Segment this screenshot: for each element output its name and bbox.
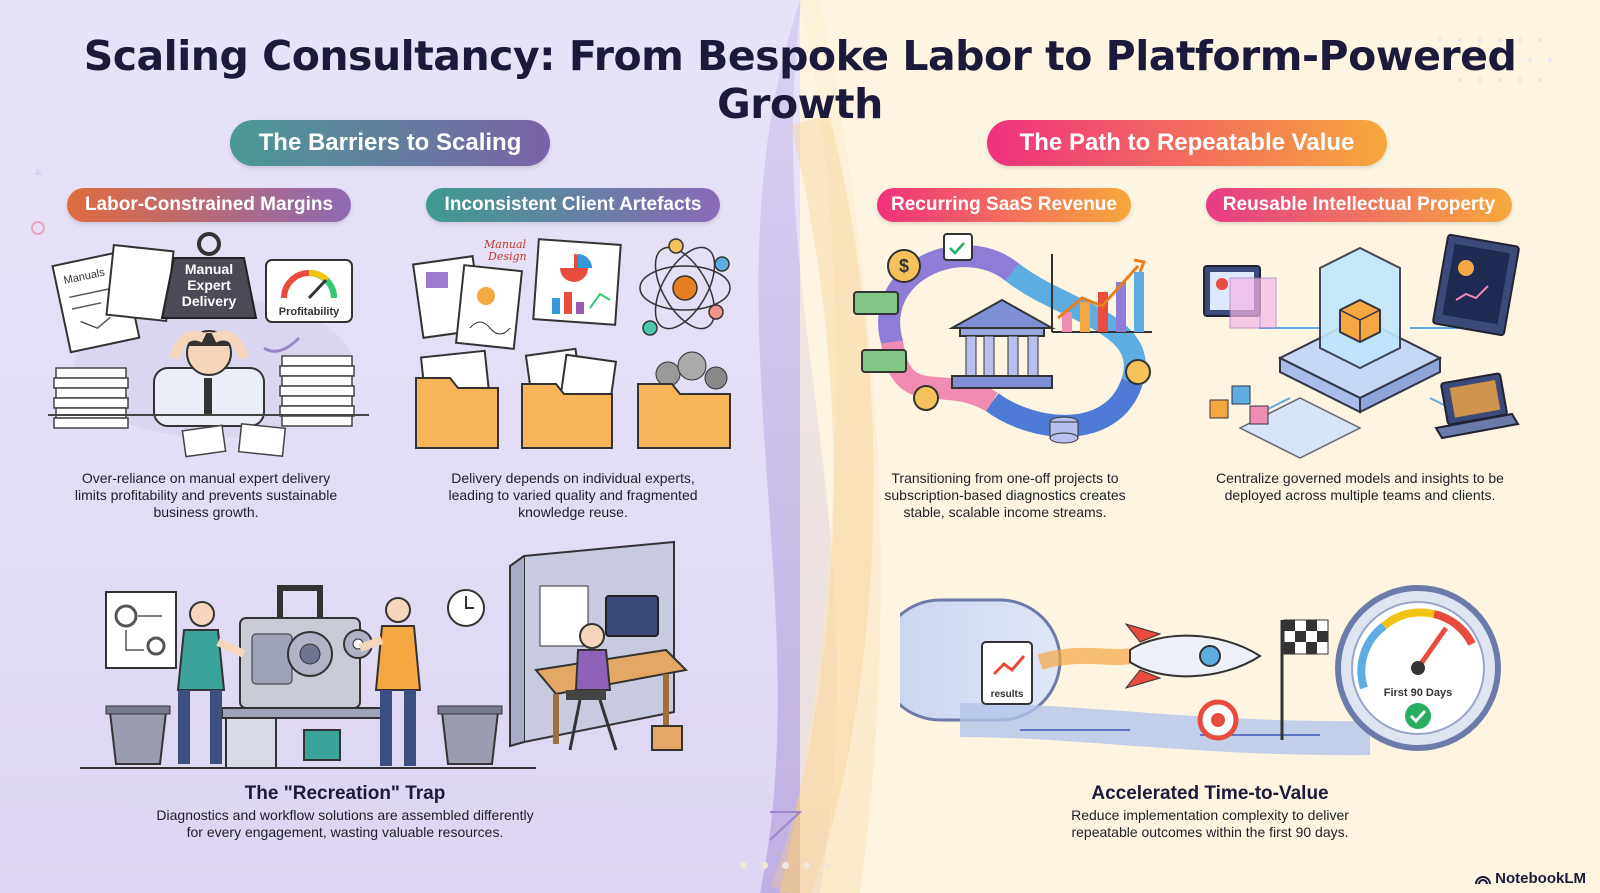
reusable-ip-hub-illustration (1203, 233, 1520, 459)
database-icon (1049, 416, 1079, 444)
saas-revenue-pill: Recurring SaaS Revenue (877, 188, 1131, 222)
saas-desc-line-1: Transitioning from one-off projects to (891, 470, 1119, 486)
notebooklm-watermark: NotebookLM (1475, 870, 1586, 887)
labor-desc-line-3: business growth. (153, 504, 259, 520)
bank-icon (948, 298, 1056, 389)
folder-icons (415, 347, 731, 449)
calendar-icon (943, 233, 973, 261)
worker-right (358, 597, 422, 766)
inconsistent-artefacts-pill: Inconsistent Client Artefacts (426, 188, 720, 222)
manual-design-note-1: Manual (483, 238, 527, 251)
results-label: results (991, 689, 1024, 700)
decorative-dots (740, 862, 831, 869)
labor-constrained-description: Over-reliance on manual expert delivery … (46, 470, 366, 521)
weight-icon: Manual Expert Delivery (160, 232, 258, 319)
saas-revenue-cycle-illustration: $ (853, 233, 1152, 444)
growth-chart-icon (1051, 254, 1152, 333)
manual-design-note-2: Design (487, 250, 527, 263)
inconsistent-artefacts-description: Delivery depends on individual experts, … (413, 470, 733, 521)
time-to-value-title: Accelerated Time-to-Value (1091, 783, 1329, 804)
target-icon (1197, 699, 1239, 741)
machine-icon (221, 585, 383, 769)
reusable-ip-description: Centralize governed models and insights … (1190, 470, 1530, 504)
inconsistent-desc-line-2: leading to varied quality and fragmented (448, 487, 698, 503)
worker-left (176, 601, 246, 764)
saas-desc-line-3: stable, scalable income streams. (903, 504, 1107, 520)
labor-constrained-pill: Labor-Constrained Margins (67, 188, 351, 222)
central-ip-server-icon (1319, 246, 1401, 370)
time-to-value-description: Reduce implementation complexity to deli… (1010, 807, 1410, 841)
brand-label: NotebookLM (1495, 870, 1586, 887)
path-heading-text: The Path to Repeatable Value (1019, 129, 1355, 156)
recreation-desc-line-2: for every engagement, wasting valuable r… (186, 824, 504, 840)
barriers-heading-text: The Barriers to Scaling (258, 129, 522, 156)
reusable-ip-label: Reusable Intellectual Property (1222, 194, 1496, 215)
inconsistent-desc-line-1: Delivery depends on individual experts, (451, 470, 695, 486)
time-to-value-illustration: results First 90 Days (900, 585, 1501, 756)
reusable-ip-pill: Reusable Intellectual Property (1206, 188, 1512, 222)
inconsistent-artefacts-illustration: Manual Design (412, 238, 731, 449)
inconsistent-artefacts-label: Inconsistent Client Artefacts (444, 194, 702, 215)
network-icon (639, 238, 731, 336)
profitability-gauge-icon: Profitability (265, 259, 353, 323)
saas-desc-line-2: subscription-based diagnostics creates (884, 487, 1126, 503)
weight-line-3: Delivery (182, 293, 237, 309)
overworked-consultant-illustration: Manuals Manual Expert Delivery Profitabi… (48, 232, 369, 458)
profitability-label: Profitability (279, 306, 340, 318)
report-document-icons: Manual Design (412, 238, 622, 350)
inconsistent-desc-line-3: knowledge reuse. (518, 504, 628, 520)
results-document-icon: results (981, 641, 1033, 705)
saas-revenue-label: Recurring SaaS Revenue (891, 194, 1117, 215)
recreation-trap-description: Diagnostics and workflow solutions are a… (140, 807, 550, 841)
weight-line-2: Expert (187, 277, 231, 293)
workflow-diagram-icon (105, 591, 177, 669)
laptop-icon (1434, 372, 1520, 440)
rocket-icon (1124, 623, 1262, 689)
weight-line-1: Manual (185, 261, 233, 277)
cubicle-worker-icon (509, 540, 689, 751)
stressed-consultant (153, 330, 265, 427)
labor-desc-line-2: limits profitability and prevents sustai… (74, 487, 338, 503)
svg-text:$: $ (899, 256, 909, 276)
recreation-desc-line-1: Diagnostics and workflow solutions are a… (156, 807, 534, 823)
ip-desc-line-1: Centralize governed models and insights … (1216, 470, 1504, 486)
labor-constrained-label: Labor-Constrained Margins (84, 194, 334, 215)
time-desc-line-1: Reduce implementation complexity to deli… (1071, 807, 1349, 823)
recreation-trap-illustration (80, 540, 689, 769)
first-90-days-label: First 90 Days (1384, 687, 1452, 699)
page-title: Scaling Consultancy: From Bespoke Labor … (83, 32, 1517, 128)
time-desc-line-2: repeatable outcomes within the first 90 … (1071, 824, 1349, 840)
dollar-coin-icon: $ (887, 249, 921, 283)
dashboard-monitor-icon (1432, 233, 1520, 337)
speedometer-icon: First 90 Days (1335, 585, 1501, 751)
labor-desc-line-1: Over-reliance on manual expert delivery (81, 470, 331, 486)
ip-desc-line-2: deployed across multiple teams and clien… (1224, 487, 1496, 503)
recreation-trap-title: The "Recreation" Trap (244, 783, 446, 804)
saas-revenue-description: Transitioning from one-off projects to s… (850, 470, 1160, 521)
barriers-heading: The Barriers to Scaling (230, 120, 550, 166)
notebooklm-logo-icon (1475, 875, 1492, 884)
cubes-icon (1209, 385, 1269, 425)
trash-can-icon (105, 705, 503, 765)
finish-flag-icon (1280, 619, 1329, 740)
clock-icon (447, 589, 485, 627)
path-heading: The Path to Repeatable Value (987, 120, 1387, 166)
cash-icon (853, 291, 899, 315)
